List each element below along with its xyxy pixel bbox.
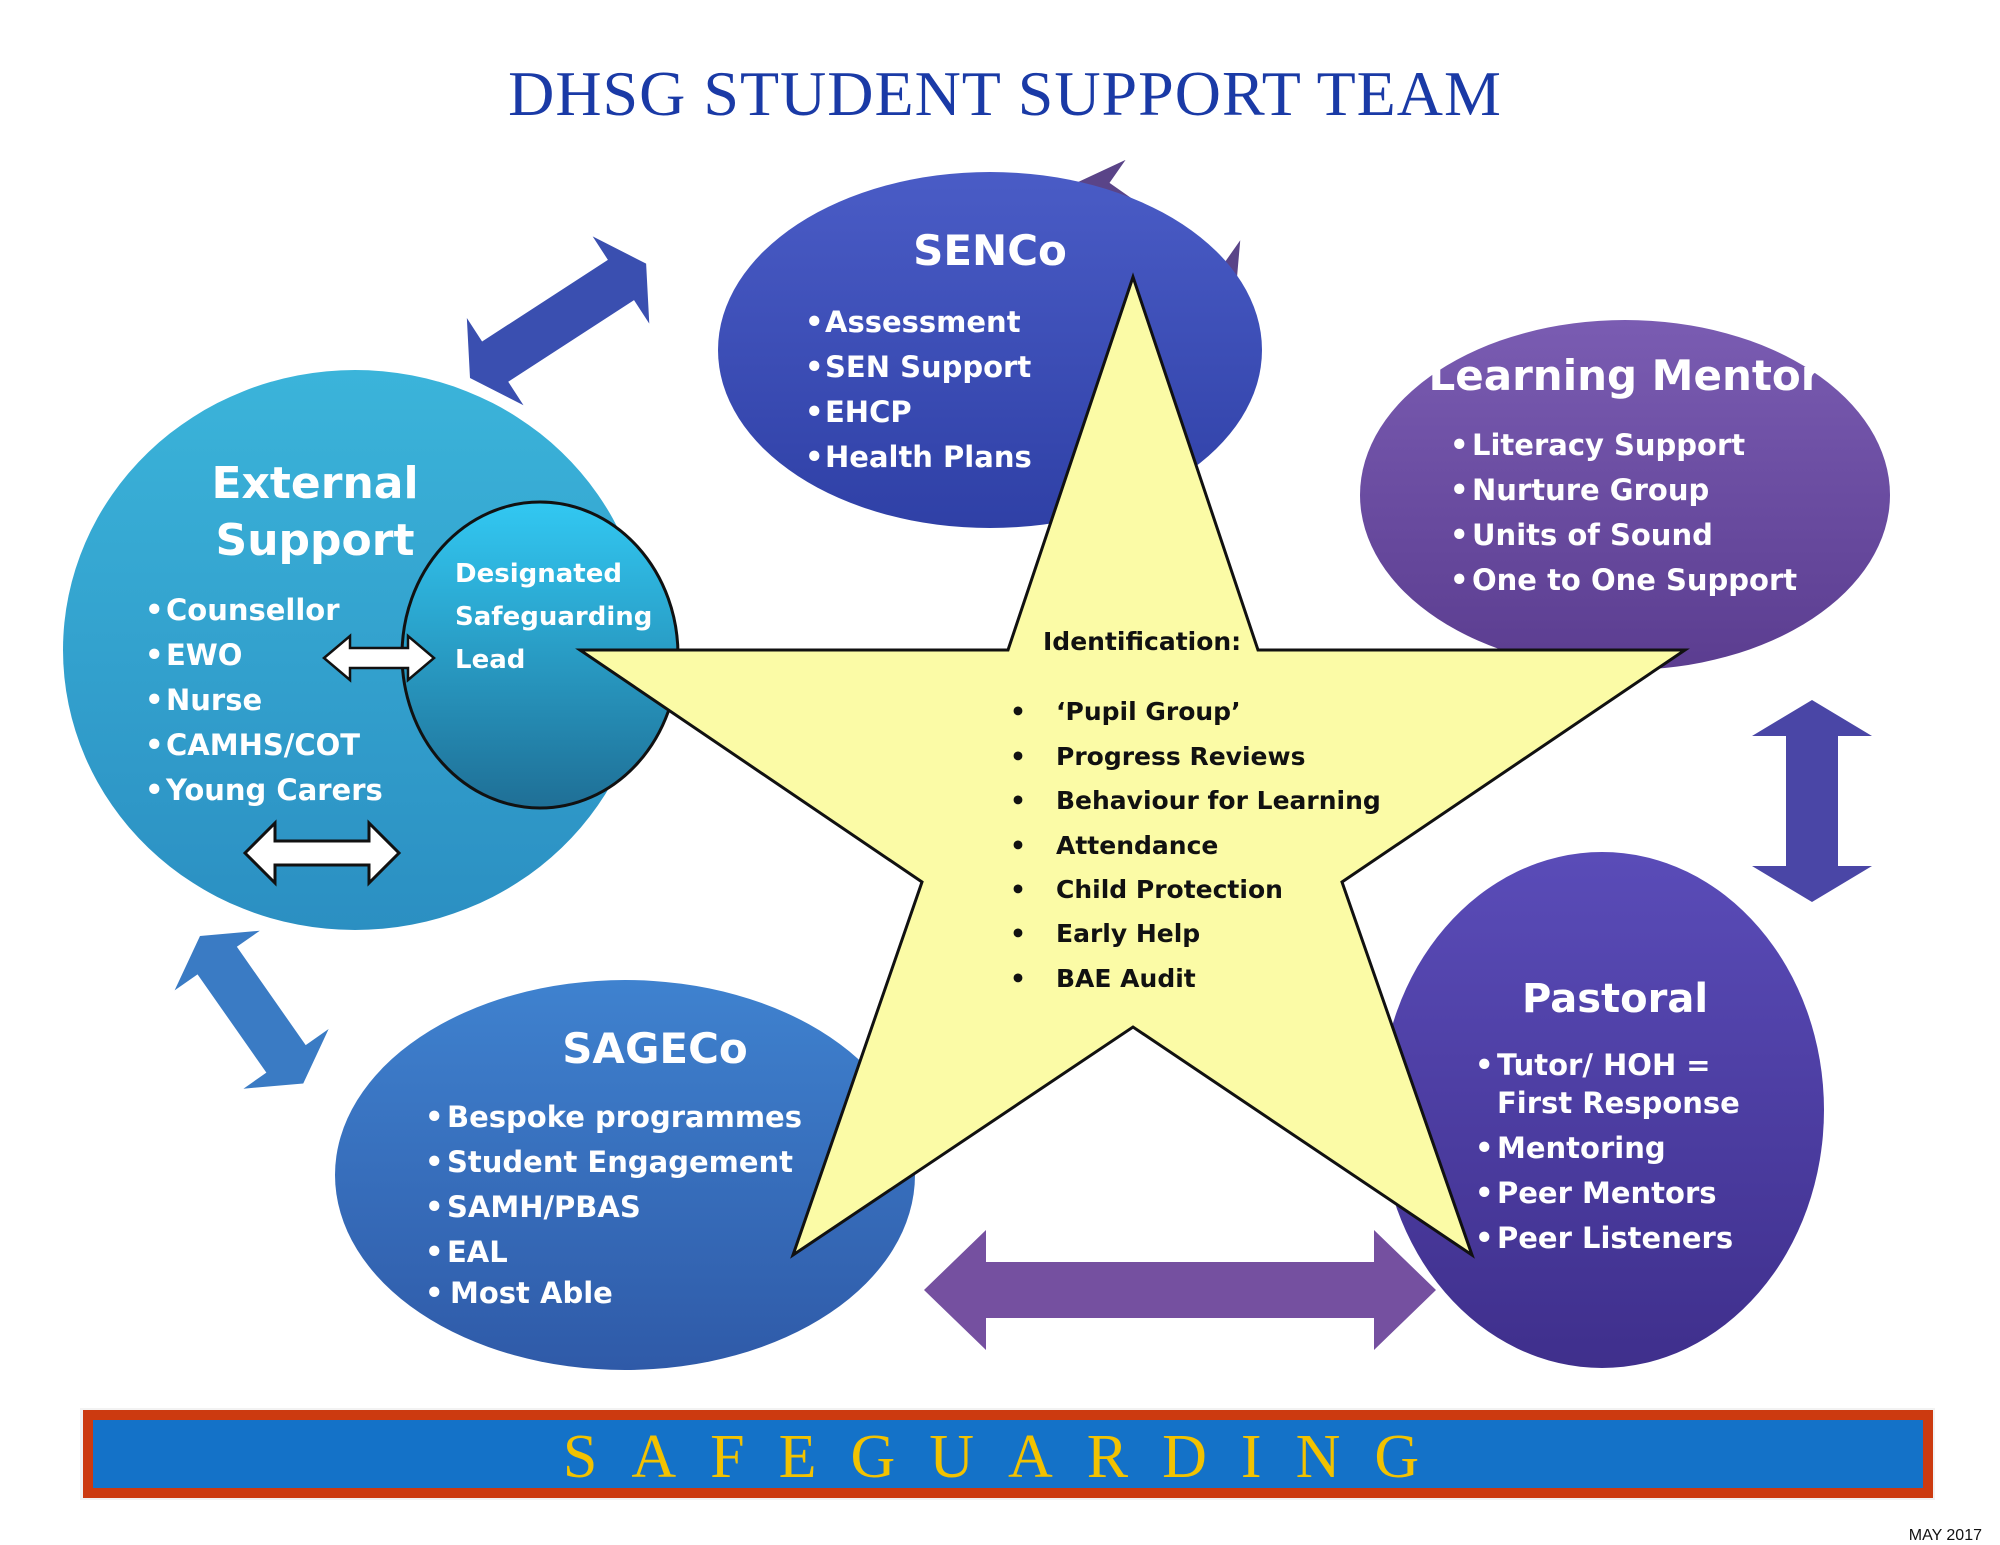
external-support-heading: External bbox=[211, 458, 418, 509]
bullet: • bbox=[1450, 428, 1469, 462]
bullet: • bbox=[1010, 786, 1026, 815]
bullet: • bbox=[1010, 964, 1026, 993]
identification-item: Child Protection bbox=[1056, 875, 1283, 904]
bullet: • bbox=[425, 1235, 444, 1269]
identification-item: Progress Reviews bbox=[1056, 742, 1305, 771]
external-support-list: • Counsellor • EWO • Nurse • CAMHS/COT •… bbox=[145, 593, 383, 807]
bullet: • bbox=[425, 1100, 444, 1134]
bullet: • bbox=[425, 1145, 444, 1179]
identification-item: ‘Pupil Group’ bbox=[1056, 697, 1241, 726]
learning-mentor-item: Nurture Group bbox=[1472, 473, 1709, 507]
senco-item: SEN Support bbox=[825, 350, 1031, 384]
learning-mentor-item: Units of Sound bbox=[1472, 518, 1713, 552]
arrow-external-senco bbox=[466, 236, 650, 406]
identification-star bbox=[575, 272, 1690, 1259]
sageco-item: Most Able bbox=[450, 1276, 613, 1310]
senco-item: EHCP bbox=[825, 395, 912, 429]
designated-lead-label: Safeguarding bbox=[455, 602, 652, 632]
bullet: • bbox=[145, 683, 164, 717]
designated-lead-label: Lead bbox=[455, 645, 525, 675]
bullet: • bbox=[805, 305, 824, 339]
external-support-item: Young Carers bbox=[165, 773, 383, 807]
external-support-item: Counsellor bbox=[166, 593, 340, 627]
bullet: • bbox=[145, 638, 164, 672]
double-arrow-icon bbox=[322, 633, 436, 683]
bullet: • bbox=[805, 395, 824, 429]
learning-mentor-item: One to One Support bbox=[1472, 563, 1797, 597]
sageco-item: Bespoke programmes bbox=[447, 1100, 802, 1134]
bullet: • bbox=[1475, 1048, 1494, 1082]
senco-item: Assessment bbox=[825, 305, 1021, 339]
bullet: • bbox=[145, 593, 164, 627]
senco-list: • Assessment • SEN Support • EHCP • Heal… bbox=[805, 305, 1032, 474]
learning-mentor-item: Literacy Support bbox=[1472, 428, 1745, 462]
bullet: • bbox=[145, 773, 164, 807]
bullet: • bbox=[1010, 742, 1026, 771]
external-support-item: CAMHS/COT bbox=[166, 728, 360, 762]
bullet: • bbox=[1450, 473, 1469, 507]
pastoral-item: Peer Listeners bbox=[1497, 1221, 1733, 1255]
external-support-heading: Support bbox=[216, 515, 415, 566]
bullet: • bbox=[1475, 1221, 1494, 1255]
bullet: • bbox=[1010, 919, 1026, 948]
sageco-item: EAL bbox=[447, 1235, 508, 1269]
sageco-item: Student Engagement bbox=[447, 1145, 793, 1179]
sageco-ellipse bbox=[335, 980, 915, 1370]
arrow-sageco-pastoral bbox=[924, 1230, 1436, 1350]
bullet: • bbox=[805, 440, 824, 474]
safeguarding-banner bbox=[83, 1410, 1933, 1498]
sageco-item: SAMH/PBAS bbox=[447, 1190, 641, 1224]
bullet: • bbox=[145, 728, 164, 762]
senco-item: Health Plans bbox=[825, 440, 1032, 474]
pastoral-list: • Tutor/ HOH = First Response • Mentorin… bbox=[1475, 1048, 1740, 1255]
arrow-external-sageco bbox=[174, 930, 329, 1089]
pastoral-ellipse bbox=[1380, 852, 1824, 1368]
designated-lead-label: Designated bbox=[455, 559, 622, 589]
bullet: • bbox=[1475, 1131, 1494, 1165]
page-title: DHSG STUDENT SUPPORT TEAM bbox=[508, 58, 1502, 129]
bullet: • bbox=[1010, 697, 1026, 726]
bullet: • bbox=[805, 350, 824, 384]
sageco-heading: SAGECo bbox=[562, 1024, 748, 1073]
external-support-item: Nurse bbox=[166, 683, 262, 717]
bullet: • bbox=[425, 1276, 444, 1310]
identification-item: Attendance bbox=[1056, 831, 1218, 860]
bullet: • bbox=[1450, 518, 1469, 552]
identification-item: Early Help bbox=[1056, 919, 1200, 948]
arrow-learning-mentor-pastoral bbox=[1752, 700, 1872, 902]
identification-list: • ‘Pupil Group’ • Progress Reviews • Beh… bbox=[1010, 697, 1381, 993]
safeguarding-banner-text: SAFEGUARDING bbox=[563, 1423, 1453, 1491]
bullet: • bbox=[425, 1190, 444, 1224]
learning-mentor-list: • Literacy Support • Nurture Group • Uni… bbox=[1450, 428, 1797, 597]
bullet: • bbox=[1010, 875, 1026, 904]
pastoral-item: Peer Mentors bbox=[1497, 1176, 1717, 1210]
external-support-item: EWO bbox=[166, 638, 242, 672]
pastoral-item: First Response bbox=[1497, 1086, 1740, 1120]
date-label: MAY 2017 bbox=[1909, 1527, 1982, 1544]
learning-mentor-ellipse bbox=[1360, 320, 1890, 670]
identification-item: Behaviour for Learning bbox=[1056, 786, 1381, 815]
learning-mentor-heading: Learning Mentor bbox=[1428, 351, 1821, 400]
senco-heading: SENCo bbox=[913, 226, 1067, 275]
bullet: • bbox=[1450, 563, 1469, 597]
bullet: • bbox=[1475, 1176, 1494, 1210]
double-arrow-icon bbox=[242, 819, 402, 887]
pastoral-item: Mentoring bbox=[1497, 1131, 1666, 1165]
identification-item: BAE Audit bbox=[1056, 964, 1196, 993]
sageco-list: • Bespoke programmes • Student Engagemen… bbox=[425, 1100, 802, 1310]
bullet: • bbox=[1010, 831, 1026, 860]
pastoral-item: Tutor/ HOH = bbox=[1497, 1048, 1711, 1082]
identification-heading: Identification: bbox=[1043, 627, 1241, 656]
pastoral-heading: Pastoral bbox=[1522, 976, 1708, 1022]
